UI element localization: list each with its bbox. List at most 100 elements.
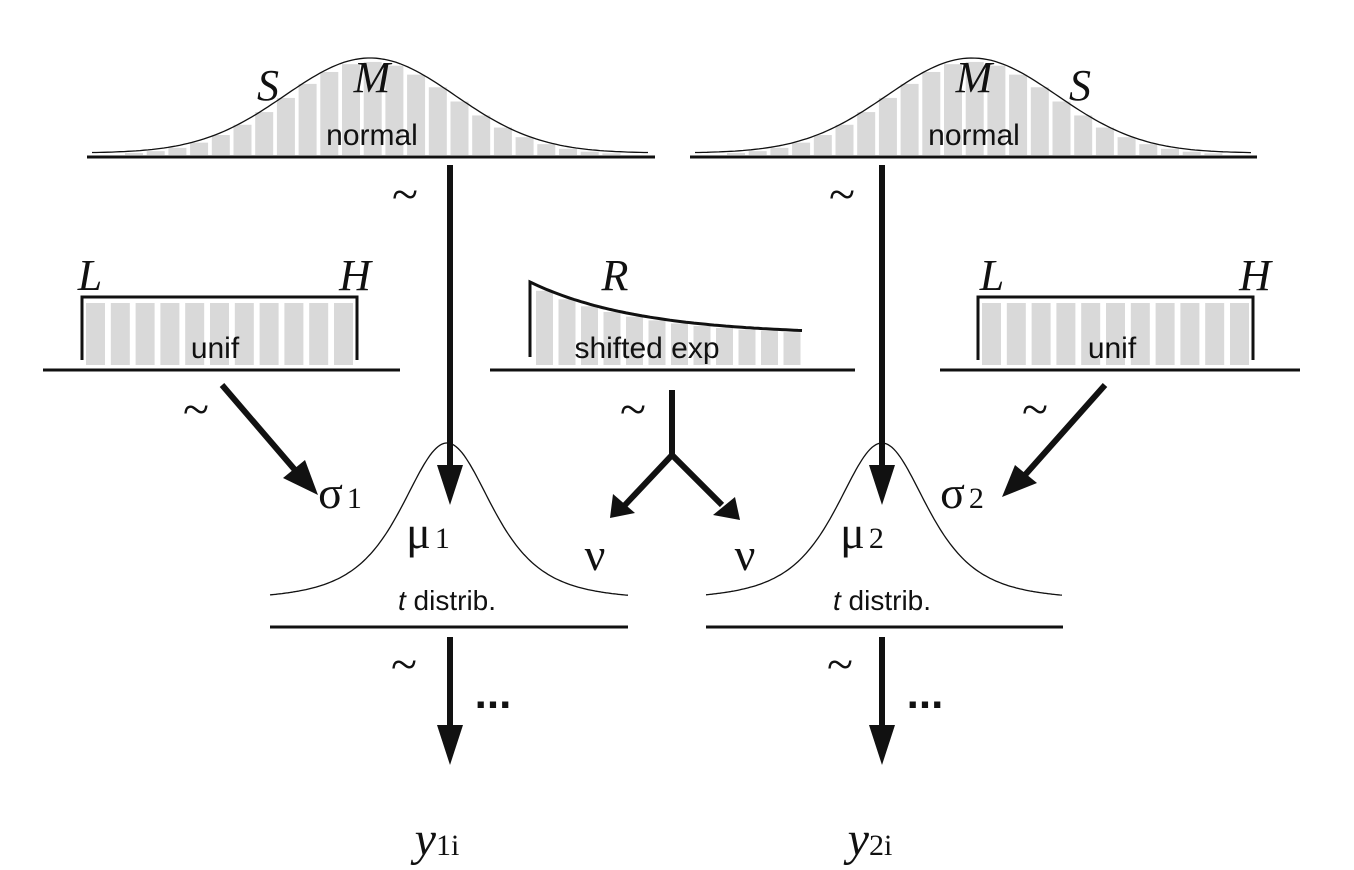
param-l-right: L [979, 251, 1004, 300]
shifted-exp-label: shifted exp [574, 332, 719, 365]
histogram-bar [581, 306, 598, 365]
histogram-bar [626, 316, 643, 365]
histogram-bar [1081, 303, 1101, 365]
histogram-bar [944, 64, 962, 155]
histogram-bar [342, 64, 360, 155]
histogram-bar [1030, 87, 1049, 155]
histogram-bar [1204, 153, 1223, 155]
arrows [219, 165, 1108, 765]
tilde-mu1: ~ [392, 168, 418, 221]
arrow-nu-left-head [610, 494, 635, 518]
histogram-bar [813, 135, 832, 155]
tilde-sigma1: ~ [183, 383, 209, 436]
tilde-sigma2: ~ [1022, 383, 1048, 436]
histogram-bar [603, 311, 621, 365]
histogram-bar [558, 299, 576, 365]
histogram-bar [835, 124, 854, 155]
histogram-bar [125, 153, 143, 155]
histogram-bar [792, 142, 811, 155]
shifted-exp-prior: R shifted exp [490, 251, 855, 372]
uniform-prior-right: L H unif [940, 251, 1300, 372]
histogram-bar [761, 331, 778, 365]
histogram-bar [363, 61, 382, 155]
normal-bars-left [125, 61, 621, 155]
uniform-curve-left [80, 295, 359, 360]
histogram-bar [472, 115, 491, 155]
histogram-bar [878, 97, 897, 155]
uniform-curve-right [976, 295, 1255, 360]
histogram-bar [234, 303, 254, 365]
param-m-right: M [955, 53, 995, 102]
uniform-bars-left [86, 303, 353, 365]
uniform-label-right: unif [1088, 332, 1137, 365]
arrow-nu-right-head [713, 497, 740, 520]
histogram-bar [1205, 303, 1225, 365]
histogram-bar [407, 74, 426, 155]
histogram-bar [1031, 303, 1051, 365]
histogram-bar [727, 153, 745, 155]
histogram-bar [965, 61, 984, 155]
histogram-bar [748, 151, 767, 155]
histogram-bar [334, 303, 353, 365]
histogram-bar [515, 137, 534, 155]
histogram-bar [190, 142, 209, 155]
param-l-left: L [77, 251, 102, 300]
histogram-bar [168, 147, 187, 155]
histogram-bar [298, 83, 317, 155]
histogram-bar [1180, 303, 1200, 365]
normal-bars-right [727, 61, 1223, 155]
arrow-y2-head [869, 725, 895, 765]
histogram-bar [671, 323, 688, 365]
histogram-bar [537, 144, 556, 155]
histogram-bar [255, 112, 274, 155]
histogram-bar [428, 87, 447, 155]
histogram-bar [210, 303, 229, 365]
histogram-bar [580, 151, 599, 155]
ellipsis-right: ... [907, 669, 944, 718]
ellipsis-left: ... [475, 669, 512, 718]
histogram-bar [146, 151, 165, 155]
nu-left: ν [585, 529, 606, 580]
uniform-label-left: unif [191, 332, 240, 365]
param-h-right: H [1238, 251, 1273, 300]
histogram-bar [110, 303, 130, 365]
histogram-bar [738, 329, 756, 365]
histogram-bar [559, 148, 577, 155]
histogram-bar [1006, 303, 1026, 365]
nu-right: ν [735, 529, 756, 580]
arrow-mu2-head [869, 465, 895, 505]
histogram-bar [493, 127, 512, 155]
histogram-bar [450, 101, 469, 155]
uniform-prior-left: L H unif [43, 251, 400, 372]
histogram-bar [783, 332, 801, 365]
histogram-bar [211, 135, 230, 155]
histogram-bar [1182, 151, 1201, 155]
param-r: R [601, 251, 629, 300]
param-s-left: S [257, 61, 279, 110]
histogram-bar [987, 65, 1006, 155]
histogram-bar [536, 290, 553, 365]
histogram-bar [259, 303, 279, 365]
shifted-exp-bars [536, 290, 801, 365]
histogram-bar [982, 303, 1001, 365]
histogram-bar [770, 147, 789, 155]
histogram-bar [385, 65, 404, 155]
histogram-bar [1130, 303, 1150, 365]
data-y1i: y1i [410, 813, 460, 866]
histogram-bar [233, 124, 252, 155]
shifted-exp-curve [528, 279, 803, 357]
normal-prior-left: S M normal [87, 53, 655, 159]
histogram-bar [320, 71, 339, 155]
histogram-bar [1161, 148, 1179, 155]
param-s-right: S [1069, 61, 1091, 110]
histogram-bar [309, 303, 329, 365]
histogram-bar [276, 97, 295, 155]
histogram-bar [1139, 144, 1158, 155]
histogram-bar [602, 153, 621, 155]
